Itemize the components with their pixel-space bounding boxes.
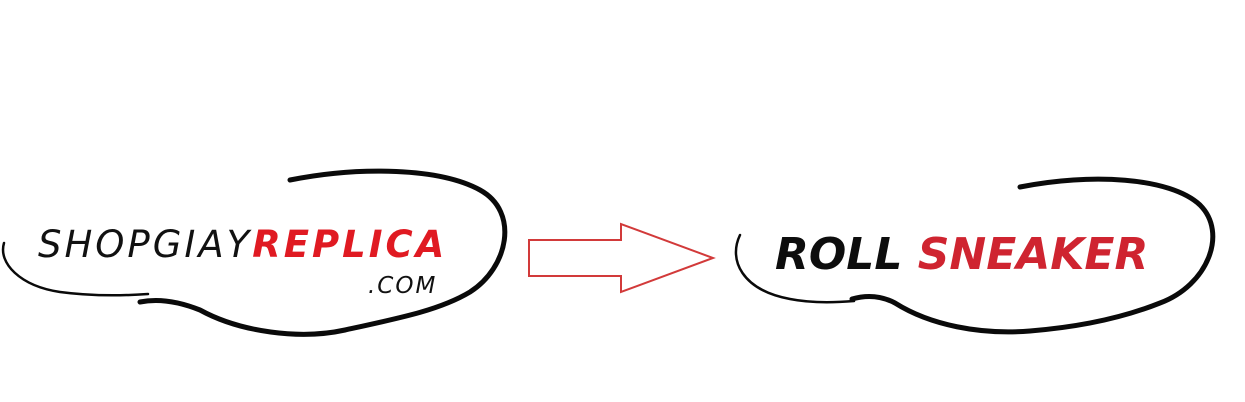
new-logo-word-red: SNEAKER bbox=[917, 229, 1149, 280]
new-logo-swoosh bbox=[734, 176, 1216, 335]
old-logo: SHOPGIAYREPLICA .COM bbox=[0, 168, 510, 348]
old-logo-word-red: REPLICA bbox=[252, 223, 448, 266]
right-arrow-icon bbox=[528, 222, 716, 294]
old-logo-swoosh bbox=[1, 168, 508, 337]
old-logo-wordmark: SHOPGIAYREPLICA bbox=[38, 226, 447, 263]
new-logo-word-dark: ROLL bbox=[775, 229, 903, 280]
old-logo-domain-suffix: .COM bbox=[368, 273, 438, 299]
new-logo: ROLL SNEAKER bbox=[730, 175, 1220, 345]
old-logo-word-dark: SHOPGIAY bbox=[38, 223, 253, 266]
new-logo-wordmark: ROLL SNEAKER bbox=[775, 233, 1148, 277]
